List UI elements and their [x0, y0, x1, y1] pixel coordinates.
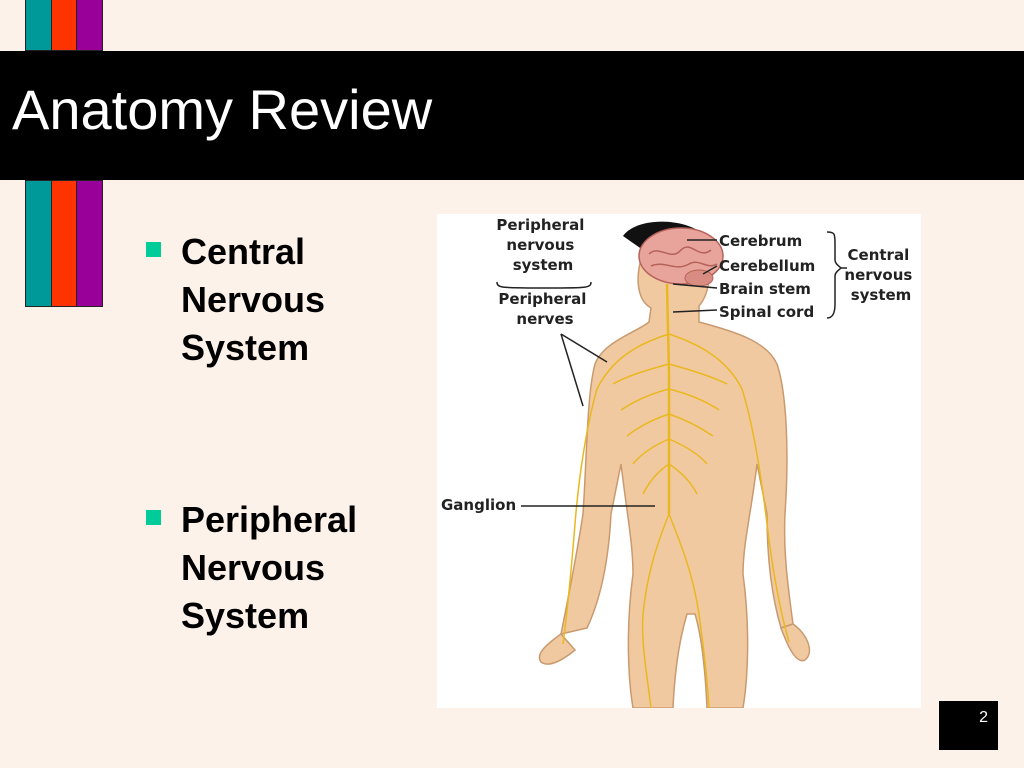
bullet-square-icon	[146, 510, 161, 525]
bullet-text: Central Nervous System	[181, 231, 326, 368]
label-line: system	[851, 286, 912, 304]
label-line: Central	[848, 246, 910, 264]
label-line: system	[513, 256, 574, 274]
bullet-peripheral-nervous-system: Peripheral Nervous System	[146, 496, 357, 640]
nervous-system-figure: Peripheral nervous system Peripheral ner…	[437, 214, 921, 708]
label-spinal-cord: Spinal cord	[719, 303, 814, 321]
bullet-text: Peripheral Nervous System	[181, 499, 358, 636]
bullet-central-nervous-system: Central Nervous System	[146, 228, 325, 372]
decor-stripe-purple	[76, 181, 103, 306]
page-number-box: 2	[939, 701, 998, 750]
label-peripheral-nerves: Peripheral nerves	[498, 290, 591, 328]
label-line: Peripheral	[498, 290, 586, 308]
slide-title: Anatomy Review	[12, 78, 433, 141]
decor-stripe-purple	[76, 0, 103, 50]
label-central-nervous-system: Central nervous system	[844, 246, 917, 304]
nervous-system-illustration: Peripheral nervous system Peripheral ner…	[441, 216, 917, 708]
decor-stripe-teal	[26, 181, 51, 306]
label-line: nervous	[844, 266, 912, 284]
decor-stripe-red	[50, 181, 77, 306]
decor-stripe-top	[25, 0, 103, 51]
label-cerebrum: Cerebrum	[719, 232, 802, 250]
decor-stripe-teal	[26, 0, 51, 50]
title-bar	[0, 51, 1024, 180]
label-brain-stem: Brain stem	[719, 280, 811, 298]
decor-stripe-bottom	[25, 180, 103, 307]
label-cerebellum: Cerebellum	[719, 257, 815, 275]
label-line: nervous	[506, 236, 574, 254]
label-peripheral-nervous-system: Peripheral nervous system	[496, 216, 589, 274]
label-line: Peripheral	[496, 216, 584, 234]
decor-stripe-red	[50, 0, 77, 50]
page-number: 2	[979, 709, 988, 726]
label-line: nerves	[516, 310, 573, 328]
bullet-square-icon	[146, 242, 161, 257]
label-ganglion: Ganglion	[441, 496, 516, 514]
